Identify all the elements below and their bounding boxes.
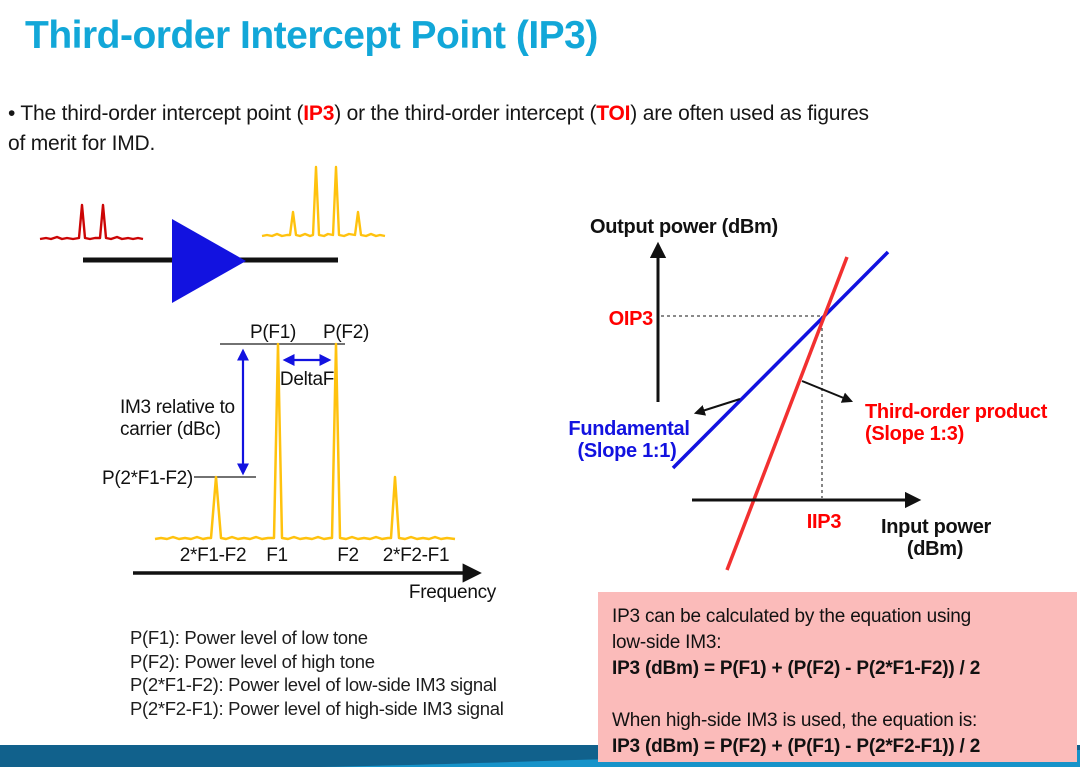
- input-spectrum-trace: [39, 203, 144, 241]
- oip3-label: OIP3: [609, 308, 654, 330]
- bullet-line-1: • The third-order intercept point (IP3) …: [8, 102, 869, 125]
- bullet-text: • The third-order intercept point (IP3) …: [8, 99, 1076, 159]
- fundamental-label-line2: (Slope 1:1): [578, 440, 677, 462]
- low-side-ip3-equation: IP3 (dBm) = P(F1) + (P(F2) - P(2*F1-F2))…: [612, 658, 981, 679]
- p2f1f2-label: P(2*F1-F2): [102, 468, 193, 489]
- equation-intro-line1: IP3 can be calculated by the equation us…: [612, 606, 971, 627]
- peak-label-f2: F2: [337, 545, 359, 566]
- definitions-list: P(F1): Power level of low tone P(F2): Po…: [130, 626, 504, 720]
- third-order-label-line1: Third-order product: [865, 401, 1048, 423]
- high-side-ip3-equation: IP3 (dBm) = P(F2) + (P(F1) - P(2*F2-F1))…: [612, 736, 981, 757]
- input-power-axis-label-line1: Input power: [881, 516, 992, 538]
- equation-intro-line2: low-side IM3:: [612, 632, 722, 653]
- deltaf-label: DeltaF: [280, 369, 334, 390]
- third-order-pointer-arrow: [801, 380, 854, 403]
- im3-label-line1: IM3 relative to: [120, 397, 235, 418]
- im3-label-line2: carrier (dBc): [120, 419, 221, 440]
- fundamental-label-line1: Fundamental: [568, 418, 689, 440]
- definition-line: P(F1): Power level of low tone: [130, 627, 368, 648]
- equation-box: IP3 can be calculated by the equation us…: [598, 592, 1077, 762]
- third-order-label-line2: (Slope 1:3): [865, 423, 964, 445]
- pf2-label: P(F2): [323, 322, 369, 343]
- frequency-axis-label: Frequency: [409, 582, 497, 603]
- page-title: Third-order Intercept Point (IP3): [25, 14, 598, 57]
- two-tone-spectrum-diagram: P(F1) P(F2) DeltaF IM3 relative to carri…: [39, 165, 497, 603]
- output-power-axis-label: Output power (dBm): [590, 216, 778, 238]
- ip3-highlight: IP3: [303, 102, 335, 125]
- output-spectrum-trace: [261, 165, 386, 238]
- third-order-line: [725, 256, 849, 571]
- definition-line: P(F2): Power level of high tone: [130, 650, 375, 672]
- fundamental-line: [671, 250, 890, 470]
- iip3-label: IIP3: [807, 511, 842, 533]
- spectrum-plot-trace: [154, 342, 456, 541]
- ip3-intercept-graph: Output power (dBm) OIP3 Fundamental (Slo…: [568, 216, 1048, 571]
- bullet-line-2: of merit for IMD.: [8, 132, 156, 155]
- definition-line: P(2*F1-F2): Power level of low-side IM3 …: [130, 674, 497, 695]
- pf1-label: P(F1): [250, 322, 296, 343]
- peak-label-f1: F1: [266, 545, 288, 566]
- peak-label-2f2-f1: 2*F2-F1: [383, 545, 450, 566]
- amplifier-triangle: [172, 219, 246, 303]
- equation-spacer: [612, 682, 1077, 708]
- fundamental-pointer-arrow: [693, 398, 741, 416]
- input-power-axis-label-line2: (dBm): [907, 538, 963, 560]
- definition-line: P(2*F2-F1): Power level of high-side IM3…: [130, 697, 504, 719]
- equation-intro-line3: When high-side IM3 is used, the equation…: [612, 710, 978, 731]
- peak-label-2f1-f2: 2*F1-F2: [180, 545, 247, 566]
- toi-highlight: TOI: [596, 102, 631, 125]
